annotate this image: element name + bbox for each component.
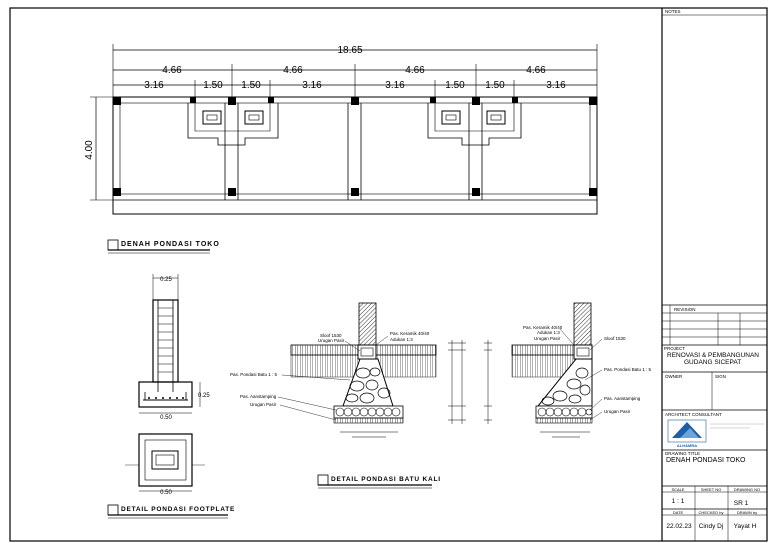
footplate-detail: 0.25 0.25 0.50 0.50 D bbox=[107, 274, 235, 519]
checked-label: CHECKED by bbox=[699, 510, 724, 515]
bk-right-keramik: Pas. Keramik 40/40 bbox=[523, 325, 563, 330]
fp-side-dim: 0.25 bbox=[198, 393, 210, 399]
foundation-plan: 18.65 4.66 4.66 4.66 4.66 3.16 1.50 1.50… bbox=[84, 44, 598, 254]
dim-span-1: 4.66 bbox=[162, 65, 182, 76]
dim-sub-7: 1.50 bbox=[485, 80, 505, 91]
project-name: RENOVASI & PEMBANGUNAN GUDANG SICEPAT bbox=[667, 352, 761, 366]
dim-sub-6: 1.50 bbox=[445, 80, 465, 91]
dim-sub-5: 3.16 bbox=[385, 80, 405, 91]
bk-right-sloof: Sloof 1530 bbox=[604, 336, 626, 341]
bk-left-pondasi: Pas. Pondasi Batu 1 : 5 bbox=[230, 372, 278, 377]
batu-kali-detail-right: Pas. Keramik 40/40 Adukan 1:3 Urugan Pas… bbox=[511, 302, 652, 438]
bk-right-urugan: Urugan Pasir bbox=[604, 409, 631, 414]
sheet-border bbox=[9, 7, 768, 542]
project-name-line1: RENOVASI & PEMBANGUNAN bbox=[667, 352, 759, 359]
dim-height: 4.00 bbox=[84, 140, 95, 160]
drawing-no-value: SR 1 bbox=[734, 500, 749, 507]
scale-label: SCALE bbox=[671, 487, 684, 492]
bk-right-urugan-top: Urugan Pasir bbox=[534, 336, 561, 341]
bk-left-urugan-top: Urugan Pasir bbox=[318, 338, 345, 343]
date-value: 22.02.23 bbox=[666, 523, 692, 530]
drawing-title-label: DRAWING TITLE bbox=[665, 451, 700, 456]
dim-span-2: 4.66 bbox=[283, 65, 303, 76]
bk-left-urugan: Urugan Pasir bbox=[250, 402, 277, 407]
fp-width-dim: 0.50 bbox=[160, 415, 172, 421]
bk-right-pondasi: Pas. Pondasi Batu 1 : 5 bbox=[604, 367, 652, 372]
dim-span-4: 4.66 bbox=[526, 65, 546, 76]
bk-left-aanstamping: Pas. Aanstamping bbox=[240, 394, 277, 399]
date-label: DATE bbox=[673, 510, 684, 515]
title-block: NOTES REVISION PROJECT RENOVASI & PEMBAN… bbox=[662, 9, 767, 541]
dim-sub-2: 1.50 bbox=[203, 80, 223, 91]
dim-sub-1: 3.16 bbox=[144, 80, 164, 91]
checked-value: Cindy Dj bbox=[699, 523, 724, 530]
dim-sub-8: 3.16 bbox=[546, 80, 566, 91]
plan-title: DENAH PONDASI TOKO bbox=[121, 241, 220, 248]
drawn-label: DRAWN by bbox=[737, 510, 757, 515]
batu-kali-detail-left: Sloof 1530 Urugan Pasir Pas. Keramik 40/… bbox=[230, 302, 492, 438]
batu-kali-title: DETAIL PONDASI BATU KALI bbox=[331, 476, 441, 483]
bk-right-aanstamping: Pas. Aanstamping bbox=[604, 396, 641, 401]
dim-sub-3: 1.50 bbox=[241, 80, 261, 91]
dim-total: 18.65 bbox=[337, 45, 362, 56]
revision-label: REVISION bbox=[674, 307, 696, 312]
dim-span-3: 4.66 bbox=[405, 65, 425, 76]
architect-label: ARCHITECT CONSULTANT bbox=[665, 412, 722, 417]
bk-left-keramik: Pas. Keramik 40/40 bbox=[390, 331, 430, 336]
bk-right-adukan: Adukan 1:3 bbox=[537, 330, 560, 335]
fp-top-dim: 0.25 bbox=[160, 277, 172, 283]
project-name-line2: GUDANG SICEPAT bbox=[684, 359, 741, 366]
notes-label: NOTES bbox=[665, 9, 681, 14]
scale-value: 1 : 1 bbox=[672, 498, 685, 505]
bk-left-adukan: Adukan 1:3 bbox=[390, 337, 413, 342]
drawn-value: Yayat H bbox=[734, 523, 757, 530]
sign-label: SIGN bbox=[715, 374, 726, 379]
footplate-title: DETAIL PONDASI FOOTPLATE bbox=[121, 506, 235, 513]
batu-kali-title-group: DETAIL PONDASI BATU KALI bbox=[317, 474, 441, 489]
owner-label: OWNER bbox=[665, 374, 683, 379]
fp-width-dim2: 0.50 bbox=[160, 490, 172, 496]
drawing-title: DENAH PONDASI TOKO bbox=[666, 457, 746, 464]
sheet-label: SHEET NO bbox=[701, 487, 721, 492]
dim-sub-4: 3.16 bbox=[302, 80, 322, 91]
logo-text: ALHAMRA bbox=[677, 443, 697, 448]
project-label: PROJECT bbox=[664, 346, 685, 351]
bk-left-sloof: Sloof 1530 bbox=[320, 333, 342, 338]
drawing-no-label: DRAWING NO bbox=[734, 487, 760, 492]
alhamra-logo-icon: ALHAMRA bbox=[667, 419, 707, 448]
